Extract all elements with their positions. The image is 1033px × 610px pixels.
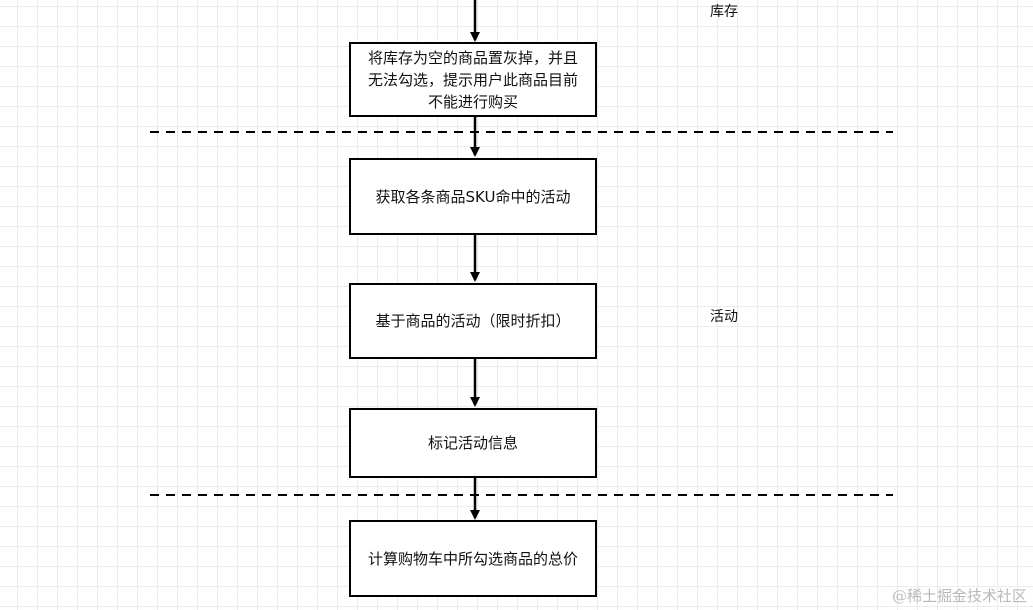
flow-step-mark-activity[interactable]: 标记活动信息 [349,408,597,478]
flow-step-inventory[interactable]: 将库存为空的商品置灰掉，并且无法勾选，提示用户此商品目前不能进行购买 [349,42,597,117]
flow-step-calc-total[interactable]: 计算购物车中所勾选商品的总价 [349,520,597,597]
section-label-activity: 活动 [710,309,738,325]
section-label-inventory: 库存 [710,4,738,20]
flow-step-calc-total-label: 计算购物车中所勾选商品的总价 [367,549,578,568]
flow-step-get-activities-label: 获取各条商品SKU命中的活动 [375,187,571,206]
flow-step-activity-based[interactable]: 基于商品的活动（限时折扣） [349,283,597,359]
flow-step-mark-activity-label: 标记活动信息 [427,434,518,452]
flow-step-inventory-label: 将库存为空的商品置灰掉，并且无法勾选，提示用户此商品目前不能进行购买 [367,48,578,111]
flow-step-activity-based-label: 基于商品的活动（限时折扣） [375,312,571,330]
watermark-text: @稀土掘金技术社区 [891,587,1027,605]
flow-step-get-activities[interactable]: 获取各条商品SKU命中的活动 [349,158,597,235]
